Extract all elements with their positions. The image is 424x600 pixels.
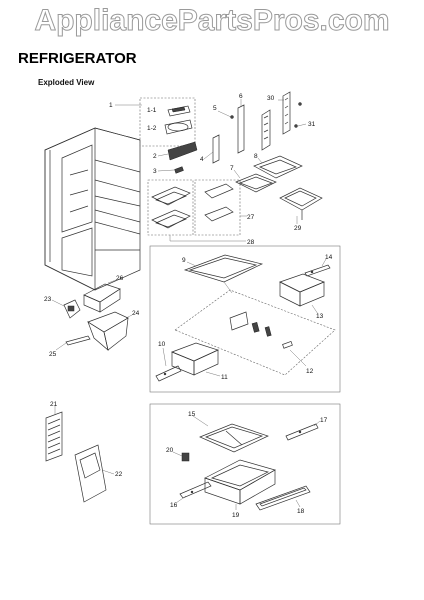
- part-5-pin: [217, 110, 234, 119]
- part-25-clip: [55, 335, 91, 351]
- label-12: 12: [306, 368, 314, 375]
- part-16-rail: [175, 481, 212, 504]
- label-10: 10: [158, 341, 166, 348]
- part-number-labels: 1 1-1 1-2 2 3 4 5 6 7 8 9 10 11 12 13 14…: [44, 93, 333, 519]
- label-1-1: 1-1: [147, 107, 157, 114]
- part-9-shelf: [183, 254, 264, 294]
- group-box-bottom: [149, 403, 341, 525]
- label-5: 5: [213, 105, 217, 112]
- part-23-bracket: [51, 299, 81, 319]
- label-11: 11: [221, 374, 228, 381]
- part-2-grille: [167, 141, 198, 161]
- label-6: 6: [239, 93, 243, 100]
- page-title: REFRIGERATOR: [18, 50, 137, 67]
- part-30-rack: [261, 91, 302, 151]
- label-24: 24: [132, 310, 140, 317]
- refrigerator-cabinet: [44, 127, 141, 291]
- diagram-subtitle: Exploded View: [38, 78, 95, 87]
- label-30: 30: [267, 95, 275, 102]
- part-19-drawer: [204, 459, 276, 510]
- part-14-rail: [304, 258, 331, 277]
- watermark: AppliancePartsPros.com: [34, 4, 390, 38]
- part-27-bins: [204, 183, 234, 222]
- group-box-middle: [149, 245, 341, 393]
- part-17-rail: [285, 420, 321, 441]
- label-26: 26: [116, 275, 124, 282]
- part-18-cover: [255, 485, 311, 511]
- part-21-grille: [45, 406, 63, 462]
- label-27: 27: [247, 214, 255, 221]
- part-6-rail: [237, 99, 245, 154]
- label-1-2: 1-2: [147, 125, 157, 132]
- label-28: 28: [247, 239, 255, 246]
- label-4: 4: [200, 156, 204, 163]
- part-24-bucket: [87, 311, 133, 351]
- part-22-panel: [74, 444, 115, 503]
- group-box-1: [139, 97, 196, 147]
- label-22: 22: [115, 471, 123, 478]
- group-box-28-left: [147, 179, 194, 236]
- part-10-rail: [155, 347, 182, 382]
- part-20-clip: [172, 451, 190, 462]
- label-14: 14: [325, 254, 333, 261]
- part-1-2-shelf: [164, 119, 193, 135]
- label-17: 17: [320, 417, 328, 424]
- part-26-dispenser: [83, 279, 121, 313]
- part-13-drawer: [279, 273, 325, 315]
- part-12-lead: [289, 349, 307, 367]
- part-28-bins: [151, 186, 191, 229]
- part-29-tray: [279, 187, 323, 224]
- label-31: 31: [308, 121, 316, 128]
- part-7-tray: [233, 169, 277, 193]
- label-19: 19: [232, 512, 240, 519]
- label-29: 29: [294, 225, 302, 232]
- group-box-27: [194, 179, 241, 236]
- part-15-shelf: [192, 415, 269, 453]
- part-8-tray: [253, 155, 303, 179]
- label-8: 8: [254, 153, 258, 160]
- label-1: 1: [109, 102, 113, 109]
- label-13: 13: [316, 313, 324, 320]
- label-25: 25: [49, 351, 57, 358]
- part-11-drawer: [171, 342, 221, 377]
- label-20: 20: [166, 447, 174, 454]
- part-3-clip: [174, 166, 184, 174]
- part-1-1-shelf: [167, 105, 191, 117]
- label-15: 15: [188, 411, 196, 418]
- label-16: 16: [170, 502, 178, 509]
- label-18: 18: [297, 508, 305, 515]
- part-middle-brackets: [229, 311, 293, 349]
- label-21: 21: [50, 401, 58, 408]
- label-7: 7: [230, 165, 234, 172]
- label-3: 3: [153, 168, 157, 175]
- dashed-frame-middle: [174, 289, 336, 376]
- part-4-strip: [212, 134, 220, 164]
- label-23: 23: [44, 296, 52, 303]
- part-31-screw: [297, 123, 307, 127]
- label-9: 9: [182, 257, 186, 264]
- label-2: 2: [153, 153, 157, 160]
